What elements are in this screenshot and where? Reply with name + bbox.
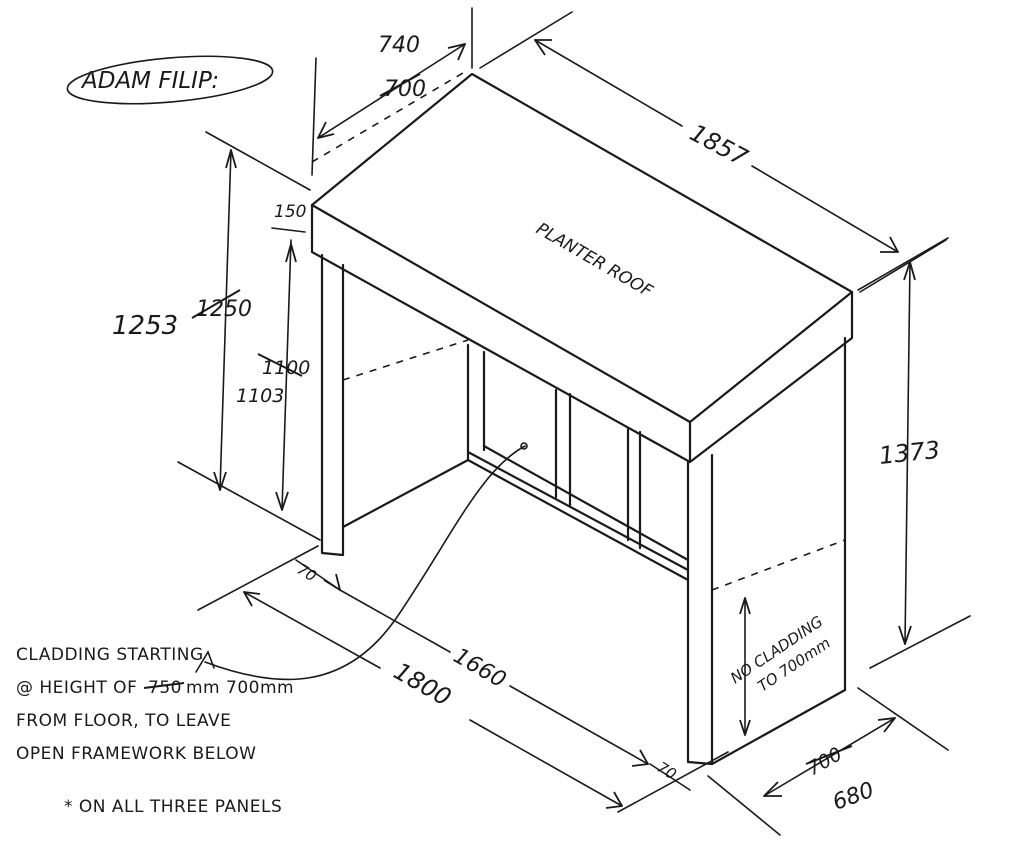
side-depth-arrow-b <box>877 717 896 733</box>
height-new: 1253 <box>112 311 178 341</box>
leader-dot <box>520 442 528 450</box>
back-mid-post-2 <box>626 426 642 550</box>
side-note: NO CLADDING TO 700mm <box>727 612 834 695</box>
front-right-post <box>686 453 714 766</box>
top-length-ext-a <box>479 11 573 69</box>
right-height-arrow-a <box>903 261 916 281</box>
opening-dim-line <box>281 239 292 511</box>
right-height-ext-top <box>859 239 947 293</box>
top-length-arrow-a <box>534 39 552 56</box>
note-line1: CLADDING STARTING <box>16 645 204 665</box>
opening-old-strike <box>257 353 303 377</box>
note-line2b: mm 700mm <box>186 678 294 698</box>
left-height-dim-line <box>219 149 232 491</box>
top-depth-dim-line <box>317 43 466 139</box>
note-line2a: @ HEIGHT OF <box>16 678 137 698</box>
right-height-arrow-b <box>898 625 912 645</box>
title-text: ADAM FILIP: <box>80 68 219 94</box>
note-struck-line <box>143 682 185 689</box>
top-depth-new: 740 <box>378 33 420 58</box>
note-line3: FROM FLOOR, TO LEAVE <box>16 711 231 731</box>
bottom-ext-left <box>197 545 319 611</box>
roof-thickness-label: 150 <box>274 202 306 222</box>
right-height-dim-line <box>904 261 911 645</box>
note-leader-curve <box>204 445 526 681</box>
note-line2-struck: 750 <box>148 678 182 698</box>
back-left-post <box>466 343 486 462</box>
left-height-arrow-a <box>225 149 237 169</box>
cladding-dashed-right <box>711 539 846 591</box>
top-depth-arrow-b <box>447 43 466 61</box>
back-bottom-rail <box>341 444 690 582</box>
top-depth-dashed <box>311 69 469 163</box>
side-depth-arrow-a <box>763 781 782 797</box>
side-note-arrow-b <box>739 719 751 736</box>
back-mid-post-1 <box>554 388 572 507</box>
opening-arrow-b <box>275 491 289 511</box>
bottom-ext-right <box>617 751 729 813</box>
height-old-strike <box>191 289 241 319</box>
top-length-dim-line <box>534 39 899 253</box>
right-side-panel <box>710 336 847 766</box>
leader-tick <box>195 650 215 673</box>
opening-new: 1103 <box>236 385 284 407</box>
roof-label: PLANTER ROOF <box>533 219 656 302</box>
front-left-post <box>320 253 345 557</box>
post-width-left-arrow <box>323 573 341 591</box>
cladding-dashed-left <box>342 339 469 381</box>
side-depth-ext-a <box>707 775 781 836</box>
right-height-label: 1373 <box>878 436 942 470</box>
top-depth-arrow-a <box>317 121 335 139</box>
left-height-arrow-b <box>213 471 227 491</box>
outer-span-label: 1800 <box>389 657 456 712</box>
title-circle <box>66 55 274 105</box>
side-depth-new: 680 <box>830 778 878 816</box>
top-length-arrow-b <box>880 236 899 253</box>
outer-span-arrow-a <box>243 591 261 607</box>
top-length-label: 1857 <box>685 119 753 173</box>
note-footnote: * ON ALL THREE PANELS <box>64 797 282 817</box>
opening-arrow-a <box>285 243 297 263</box>
outer-span-arrow-b <box>605 791 623 809</box>
inner-span-label: 1660 <box>449 644 510 694</box>
outer-span-dim-line <box>243 591 623 807</box>
side-depth-old-strike <box>805 745 853 765</box>
note-line4: OPEN FRAMEWORK BELOW <box>16 744 256 764</box>
inner-span-arrow <box>631 749 649 767</box>
right-height-ext-bottom <box>869 615 971 669</box>
side-note-arrow-a <box>739 597 751 615</box>
ext-line-left-top <box>311 57 317 176</box>
height-old: 1250 <box>196 297 252 322</box>
side-depth-ext-b <box>857 687 949 751</box>
post-width-left: 70 <box>294 560 320 585</box>
roof-thickness-ext <box>271 227 306 233</box>
left-height-ext-bottom <box>177 461 321 541</box>
top-depth-old-strike <box>379 73 421 97</box>
post-width-right-dim <box>649 763 691 791</box>
left-height-ext-top <box>205 131 311 191</box>
roof-front-face <box>310 203 692 464</box>
roof-side-face <box>688 290 854 464</box>
top-length-ext-b <box>857 237 949 291</box>
side-depth-dim-line <box>763 717 896 797</box>
